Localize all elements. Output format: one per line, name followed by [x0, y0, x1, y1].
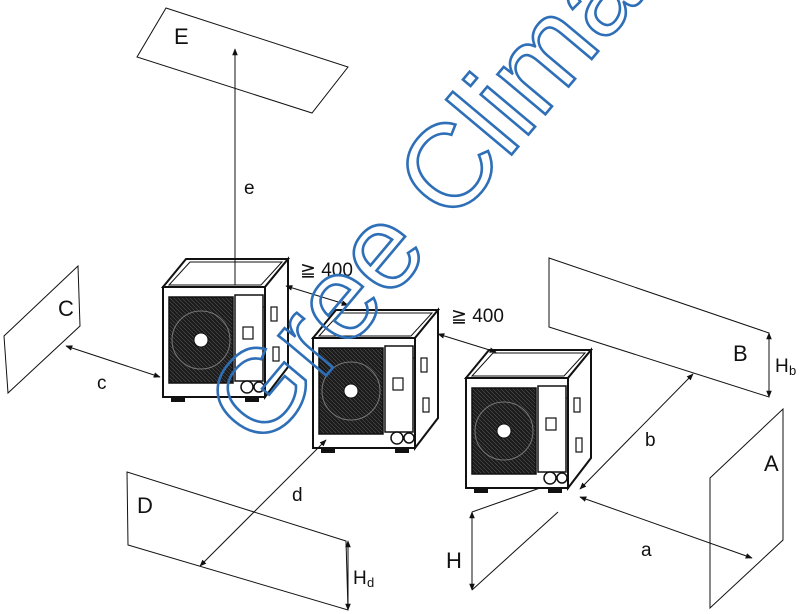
dimension-d-label: d: [292, 485, 303, 506]
dimension-c-line: [65, 345, 161, 378]
plane-d: [126, 471, 349, 611]
height-h-ref-bottom: [471, 511, 559, 591]
height-hb-subscript: b: [789, 363, 796, 378]
gap-line-1: [285, 285, 349, 306]
plane-e: [136, 7, 349, 114]
gap-line-2: [437, 333, 497, 353]
plane-a: [709, 407, 784, 610]
height-hb-label: H: [775, 356, 789, 377]
plane-d-label: D: [137, 493, 153, 518]
height-h-label: H: [446, 548, 462, 573]
dimension-c-label: c: [97, 373, 107, 394]
dimension-a-line: [579, 496, 753, 559]
gap-label-2: ≧ 400: [451, 306, 504, 327]
dimension-b-line: [579, 373, 694, 490]
height-hd-subscript: d: [367, 575, 374, 590]
gap-label-1: ≧ 400: [300, 260, 353, 281]
plane-e-label: E: [174, 24, 189, 49]
height-hd-label: H: [353, 568, 367, 589]
outdoor-unit-3: [465, 349, 592, 494]
dimension-d-line: [199, 439, 327, 567]
dimension-a-label: a: [641, 540, 652, 561]
plane-c-label: C: [58, 296, 74, 321]
plane-b-label: B: [733, 341, 748, 366]
dimension-b-label: b: [645, 430, 656, 451]
plane-a-label: A: [764, 451, 779, 476]
plane-c: [3, 264, 81, 395]
height-h-ref-top: [471, 487, 541, 513]
dimension-e-label: e: [244, 178, 255, 199]
